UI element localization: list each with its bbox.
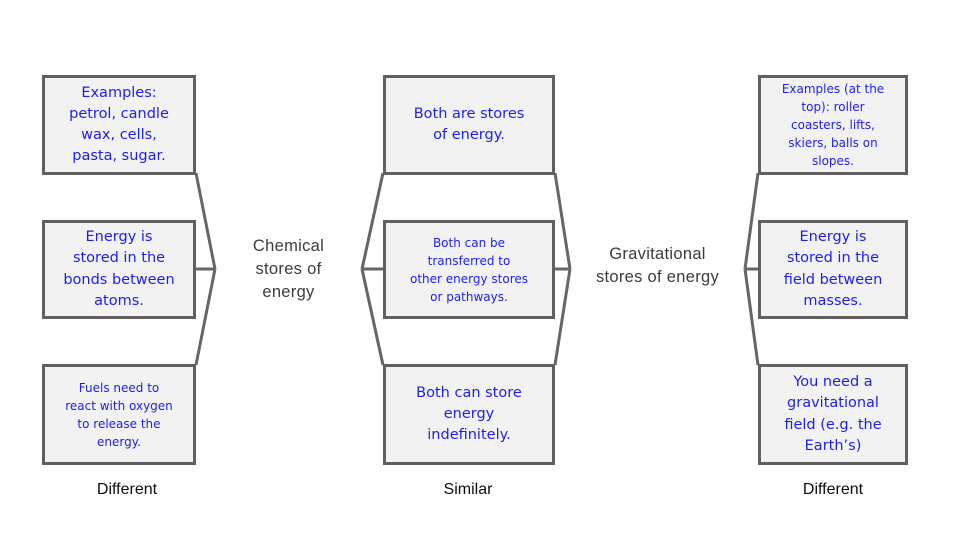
left-box-examples: Examples: petrol, candle wax, cells, pas… [42,75,196,175]
middle-footer-label: Similar [443,481,493,498]
right-box-examples: Examples (at the top): roller coasters, … [758,75,908,175]
chemical-node-label: Chemical stores of energy [252,236,325,301]
connector-middle-to-gravitational [553,172,572,366]
left-footer-label: Different [96,481,158,498]
gravitational-node-label: Gravitational stores of energy [595,245,720,286]
middle-box-indefinitely: Both can store energy indefinitely. [383,364,555,465]
connector-right-to-gravitational [743,172,760,366]
right-box-gravitational-field: You need a gravitational field (e.g. the… [758,364,908,465]
middle-box-transferred: Both can be transferred to other energy … [383,220,555,319]
left-box-fuels-oxygen: Fuels need to react with oxygen to relea… [42,364,196,465]
right-footer-label: Different [802,481,864,498]
connector-middle-to-chemical [360,172,385,366]
middle-box-stores-of-energy: Both are stores of energy. [383,75,555,175]
right-box-energy-field: Energy is stored in the field between ma… [758,220,908,319]
connector-left-to-chemical [194,172,217,366]
left-box-energy-bonds: Energy is stored in the bonds between at… [42,220,196,319]
